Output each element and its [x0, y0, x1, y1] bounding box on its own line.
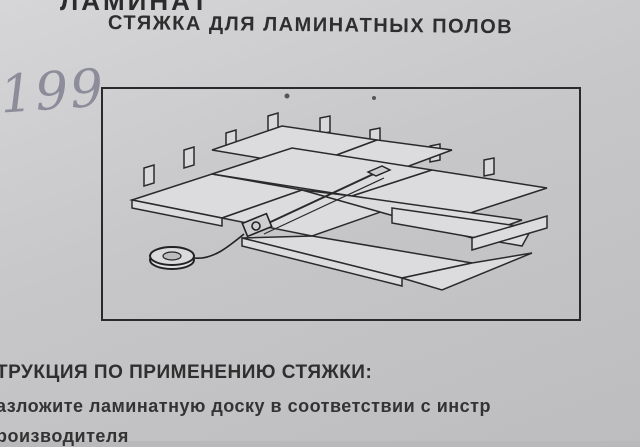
instructions-line: роизводителя [0, 426, 129, 446]
cut-off-heading: ЛАМИНАТ [60, 0, 580, 12]
laminate-boards [129, 125, 548, 291]
ink-dot [372, 96, 376, 100]
laminate-strap-illustration [101, 87, 581, 321]
instructions-line: азложите ламинатную доску в соответствии… [0, 396, 491, 416]
strap-line [261, 169, 383, 227]
strap-line-lower [263, 177, 385, 235]
instructions-heading: ТРУКЦИЯ ПО ПРИМЕНЕНИЮ СТЯЖКИ: [0, 362, 373, 383]
tensioner-icon [241, 212, 273, 238]
ink-dot [284, 93, 290, 99]
corner-clip-icon [366, 165, 392, 177]
strap-roll-icon [149, 233, 245, 270]
illustration-frame [101, 87, 581, 321]
